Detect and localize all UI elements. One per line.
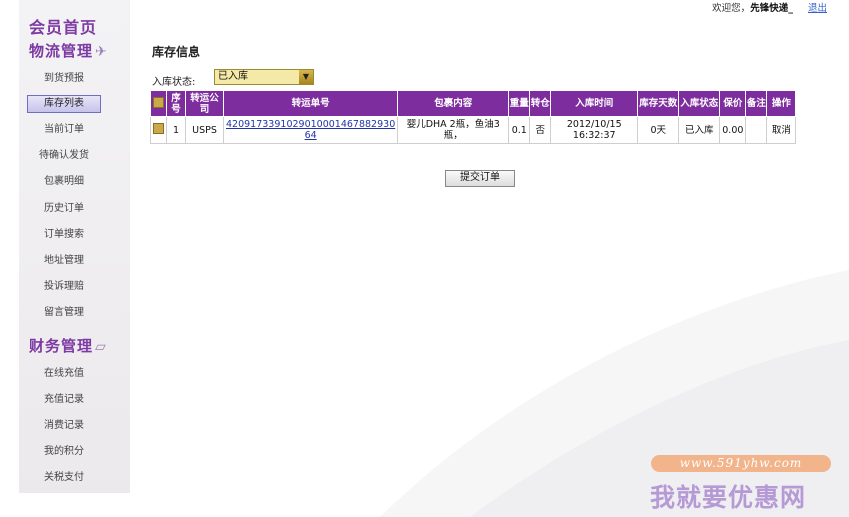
username: 先锋快递_ (750, 3, 793, 14)
cell-insured: 0.00 (719, 116, 747, 144)
header-company: 转运公司 (185, 90, 224, 117)
cancel-link[interactable]: 取消 (766, 116, 797, 144)
watermark-url: www.591yhw.com (651, 455, 831, 472)
sidebar-item-address-management[interactable]: 地址管理 (44, 255, 84, 266)
status-filter-label: 入库状态: (152, 77, 196, 88)
sidebar-item-complaints-claims[interactable]: 投诉理赔 (44, 281, 84, 292)
cell-status: 已入库 (678, 116, 721, 144)
sidebar-item-pending-shipment[interactable]: 待确认发货 (39, 150, 89, 161)
welcome-text: 欢迎您， (712, 3, 751, 14)
cell-note (745, 116, 768, 144)
sidebar-item-recharge-records[interactable]: 充值记录 (44, 394, 84, 405)
sidebar-item-current-orders[interactable]: 当前订单 (44, 124, 84, 135)
cell-days: 0天 (637, 116, 680, 144)
header-transfer: 转仓 (529, 90, 552, 117)
cell-weight: 0.1 (508, 116, 531, 144)
header-days: 库存天数 (637, 90, 680, 117)
stock-table: 序号 转运公司 转运单号 包裹内容 重量 转仓 入库时间 库存天数 入库状态 保… (150, 90, 797, 144)
cell-date-time: 16:32:37 (572, 130, 616, 141)
status-filter-value: 已入库 (218, 71, 248, 82)
chevron-down-icon[interactable]: ▼ (299, 70, 313, 84)
logistics-section-title: 物流管理✈ (29, 40, 108, 61)
logistics-title-text: 物流管理 (29, 42, 94, 60)
header-note: 备注 (745, 90, 768, 117)
header-action: 操作 (766, 90, 797, 117)
sidebar-item-package-details[interactable]: 包裹明细 (44, 176, 84, 187)
sidebar-item-message-management[interactable]: 留言管理 (44, 307, 84, 318)
cell-company: USPS (185, 116, 224, 144)
top-greeting: 欢迎您，先锋快递_ 退出 (712, 0, 827, 14)
header-tracking: 转运单号 (222, 90, 399, 117)
header-status: 入库状态 (678, 90, 721, 117)
sidebar-item-my-points[interactable]: 我的积分 (44, 446, 84, 457)
finance-title-text: 财务管理 (29, 337, 94, 355)
submit-order-button[interactable]: 提交订单 (445, 170, 515, 187)
header-date: 入库时间 (550, 90, 639, 117)
row-checkbox[interactable] (153, 123, 164, 134)
watermark-text: 我就要优惠网 (650, 483, 807, 512)
page-title: 库存信息 (152, 45, 201, 59)
finance-section-title: 财务管理▱ (29, 335, 107, 356)
header-seq: 序号 (166, 90, 186, 117)
sidebar-item-tax-payment[interactable]: 关税支付 (44, 472, 84, 483)
sidebar-item-stock-list[interactable]: 库存列表 (27, 95, 101, 113)
select-all-checkbox[interactable] (153, 96, 164, 108)
cell-tracking: 4209173391029010001467882930​64 (222, 116, 399, 144)
cell-transfer: 否 (529, 116, 552, 144)
sidebar-item-order-search[interactable]: 订单搜索 (44, 229, 84, 240)
logout-link[interactable]: 退出 (807, 3, 827, 14)
status-filter-select[interactable]: 已入库 ▼ (214, 69, 314, 85)
table-row: 1 USPS 4209173391029010001467882930​64 婴… (150, 116, 797, 144)
header-insured: 保价 (719, 90, 747, 117)
sidebar: 会员首页 物流管理✈ 到货预报 库存列表 当前订单 待确认发货 包裹明细 历史订… (19, 0, 130, 493)
sidebar-item-arrival-forecast[interactable]: 到货预报 (44, 73, 84, 84)
member-home-link[interactable]: 会员首页 (29, 18, 98, 37)
header-select-all[interactable] (150, 90, 167, 117)
tracking-link[interactable]: 4209173391029010001467882930​64 (226, 119, 396, 141)
table-header-row: 序号 转运公司 转运单号 包裹内容 重量 转仓 入库时间 库存天数 入库状态 保… (150, 90, 797, 117)
airplane-icon: ✈ (95, 44, 108, 60)
row-select-cell[interactable] (150, 116, 167, 144)
sidebar-item-order-history[interactable]: 历史订单 (44, 203, 84, 214)
cell-content: 婴儿DHA 2瓶，鱼油3瓶， (397, 116, 510, 144)
header-content: 包裹内容 (397, 90, 510, 117)
sidebar-item-online-recharge[interactable]: 在线充值 (44, 368, 84, 379)
sidebar-item-spending-records[interactable]: 消费记录 (44, 420, 84, 431)
cell-seq: 1 (166, 116, 186, 144)
card-icon: ▱ (95, 339, 107, 355)
header-weight: 重量 (508, 90, 531, 117)
cell-date-day: 2012/10/15 (566, 119, 622, 130)
